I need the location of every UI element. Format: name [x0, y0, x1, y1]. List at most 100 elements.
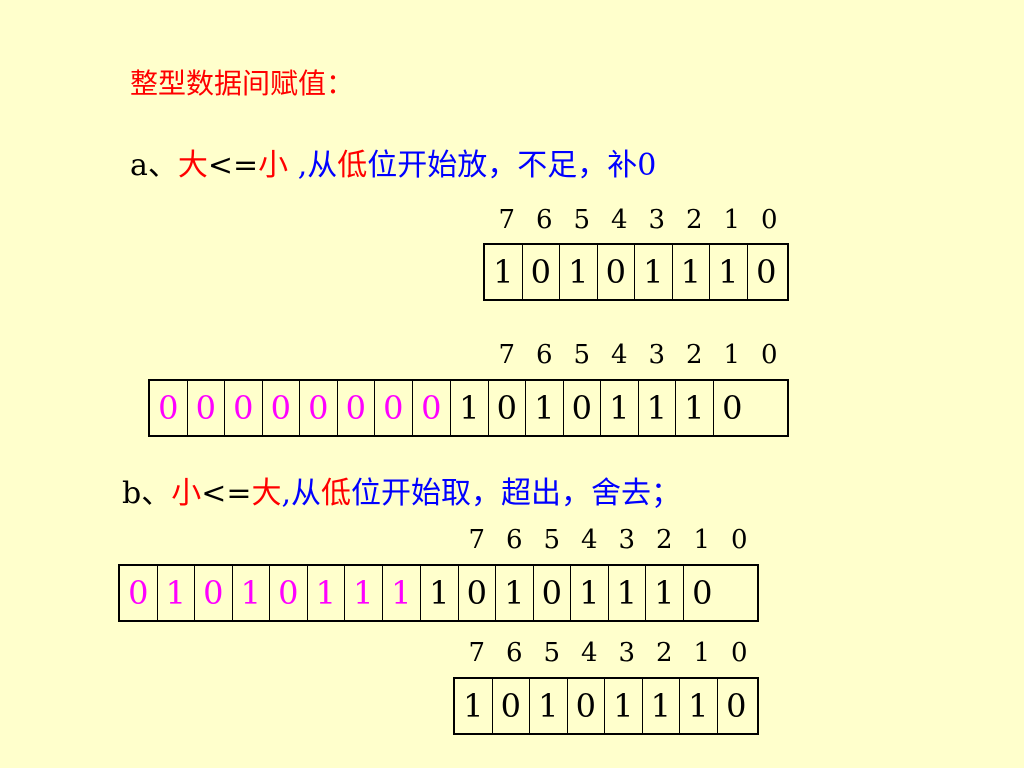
bit-index-label: 1 — [723, 340, 741, 370]
rule-b-low: 低 — [321, 476, 352, 511]
rule-b-rest: 位开始取，超出，舍去； — [351, 476, 682, 511]
bit-cell: 1 — [605, 679, 643, 733]
bit-index-label: 2 — [685, 340, 703, 370]
bit-index-label: 0 — [730, 638, 748, 668]
rule-b-separator: , — [281, 476, 292, 511]
rule-b-operator: <= — [201, 476, 252, 511]
bit-index-label: 5 — [543, 525, 561, 555]
bit-cell: 1 — [485, 245, 523, 299]
rule-a-prefix: a、 — [130, 148, 178, 183]
bit-cell: 1 — [560, 245, 598, 299]
bit-cell: 0 — [300, 381, 338, 435]
rule-a-big: 大 — [177, 148, 208, 183]
bit-cell: 1 — [635, 245, 673, 299]
bit-index-label: 3 — [618, 638, 636, 668]
bit-cell: 0 — [726, 687, 747, 725]
bit-index-label: 1 — [693, 638, 711, 668]
bit-index-label: 6 — [505, 525, 523, 555]
bit-index-label: 1 — [723, 205, 741, 235]
bit-cell: 0 — [534, 566, 571, 620]
bit-cell: 0 — [568, 679, 605, 733]
bit-cell: 0 — [756, 253, 777, 291]
bit-cell: 0 — [523, 245, 560, 299]
bit-cell: 1 — [530, 679, 568, 733]
rule-b-small: 小 — [171, 476, 202, 511]
bit-cell: 0 — [692, 574, 713, 612]
bit-index-label: 5 — [573, 205, 591, 235]
rule-a-separator: , — [288, 148, 308, 183]
rule-b-prefix: b、 — [122, 476, 172, 511]
bit-cell: 1 — [571, 566, 609, 620]
bit-index-label: 0 — [730, 525, 748, 555]
bit-index-label: 5 — [573, 340, 591, 370]
bit-cell: 0 — [421, 389, 442, 427]
bit-index-label: 4 — [610, 205, 628, 235]
bit-cell: 0 — [225, 381, 263, 435]
bit-index-label: 7 — [468, 525, 486, 555]
bit-index-label: 3 — [648, 340, 666, 370]
rule-a-zero: 0 — [637, 148, 657, 183]
bit-index-label: 0 — [760, 340, 778, 370]
rule-a-small: 小 — [258, 148, 289, 183]
bit-index-label: 2 — [655, 638, 673, 668]
bit-cell: 1 — [710, 245, 748, 299]
bit-cell: 1 — [639, 381, 676, 435]
page-title: 整型数据间赋值： — [130, 67, 355, 100]
bit-cell: 0 — [459, 566, 496, 620]
bit-cell: 1 — [391, 574, 412, 612]
rule-b-big: 大 — [251, 476, 282, 511]
bit-cell: 1 — [676, 381, 714, 435]
bit-index-label: 2 — [685, 205, 703, 235]
bit-cell: 0 — [270, 566, 308, 620]
rule-a-operator: <= — [207, 148, 259, 183]
bit-cell: 0 — [150, 381, 188, 435]
bit-cell: 0 — [375, 381, 413, 435]
rule-a-low: 低 — [337, 148, 368, 183]
bit-cell: 1 — [345, 566, 383, 620]
bit-index-label: 6 — [535, 340, 553, 370]
bit-index-label: 4 — [580, 638, 598, 668]
bit-cell: 1 — [643, 679, 680, 733]
bit-index-label: 0 — [760, 205, 778, 235]
bit-cell: 0 — [120, 566, 158, 620]
rule-a: a、大<=小 ,从低位开始放，不足，补0 — [130, 140, 656, 184]
bit-index-label: 1 — [693, 525, 711, 555]
bit-index-label: 6 — [505, 638, 523, 668]
bit-cell: 1 — [421, 566, 459, 620]
bit-cell: 1 — [158, 566, 195, 620]
bit-index-label: 7 — [498, 340, 516, 370]
bit-cell: 1 — [455, 679, 493, 733]
bit-cell: 0 — [188, 381, 225, 435]
bit-cell: 0 — [598, 245, 635, 299]
rule-a-cong: 从 — [307, 148, 338, 183]
bit-index-label: 7 — [468, 638, 486, 668]
bit-index-label: 6 — [535, 205, 553, 235]
bit-cell: 1 — [233, 566, 270, 620]
bit-cell: 0 — [722, 389, 743, 427]
bit-cell: 1 — [496, 566, 534, 620]
bit-index-label: 4 — [580, 525, 598, 555]
bit-index-label: 3 — [648, 205, 666, 235]
bit-cell: 1 — [680, 679, 718, 733]
bit-cell: 0 — [263, 381, 300, 435]
bit-index-label: 7 — [498, 205, 516, 235]
bit-cell: 1 — [526, 381, 564, 435]
rule-a-rest: 位开始放，不足，补 — [367, 148, 638, 183]
rule-b: b、小<=大,从低位开始取，超出，舍去； — [122, 468, 681, 512]
bit-index-label: 3 — [618, 525, 636, 555]
bit-cell: 0 — [493, 679, 530, 733]
bit-cell: 0 — [338, 381, 375, 435]
bit-cell: 1 — [646, 566, 684, 620]
